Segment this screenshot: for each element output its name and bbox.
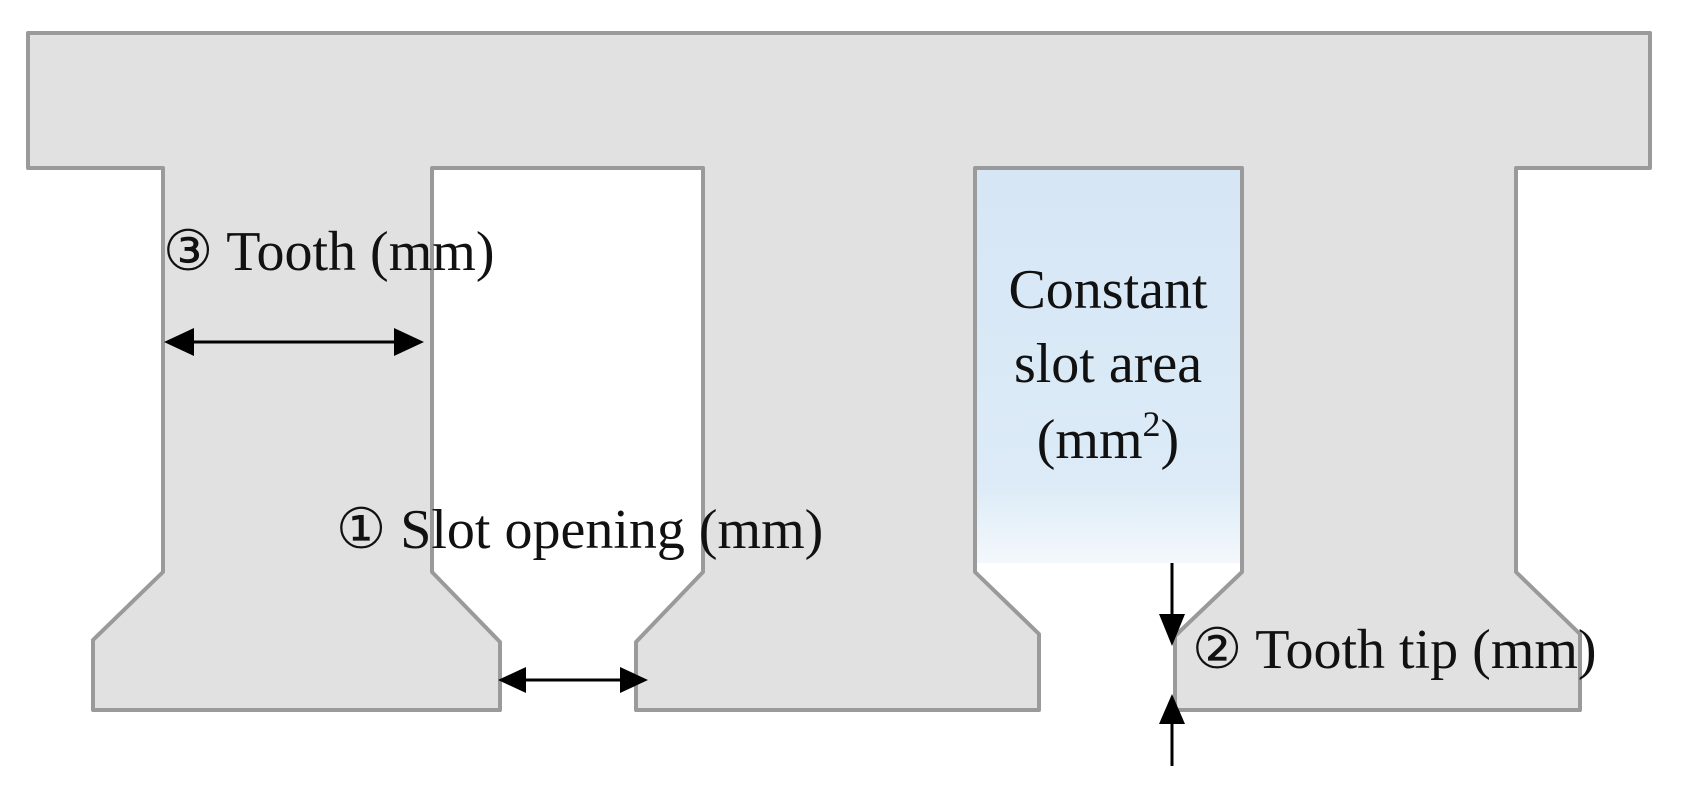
slot-area-label-line3: (mm2) [1037,404,1179,471]
tooth-width-arrow [164,328,424,356]
slot-opening-arrow [498,667,648,693]
slot-area-unit-open: (mm [1037,409,1143,471]
slot-area-label-line1: Constant [1008,259,1208,321]
stator-body [26,31,1652,712]
slot-area-label-line2: slot area [1014,333,1202,395]
slot-area-unit-sup: 2 [1143,404,1161,444]
tooth-tip-label: ② Tooth tip (mm) [1192,619,1597,681]
tooth-tip-arrows [1159,563,1185,766]
constant-slot-area-region [977,170,1240,563]
slot-opening-label: ① Slot opening (mm) [336,499,823,561]
slot-area-unit-close: ) [1161,409,1180,471]
tooth-label: ③ Tooth (mm) [163,221,494,283]
